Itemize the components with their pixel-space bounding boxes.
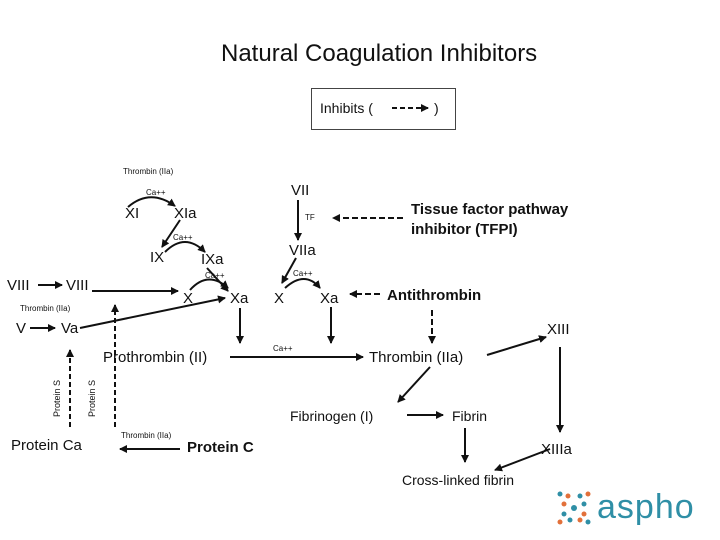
label-va: Va (61, 320, 79, 337)
label-x-right: X (274, 290, 285, 307)
label-antithrombin: Antithrombin (387, 287, 482, 304)
label-viii-right: VIII (66, 277, 89, 294)
label-prothrombin: Prothrombin (II) (103, 349, 208, 366)
label-v: V (16, 320, 27, 337)
label-xiiia: XIIIa (541, 441, 572, 458)
legend-box (311, 88, 456, 130)
label-protein-c: Protein C (187, 439, 254, 456)
label-tf: TF (305, 213, 315, 222)
label-ca-3: Ca++ (205, 271, 225, 280)
label-xa-right: Xa (320, 290, 339, 307)
thrombin-to-fibrinogen-arrow (397, 366, 431, 403)
ix-to-ixa-arrow (164, 241, 206, 253)
label-thrombin-left: Thrombin (IIa) (20, 304, 71, 313)
label-ca-5: Ca++ (273, 344, 293, 353)
label-xia: XIa (174, 205, 197, 222)
thrombin-to-xiii-arrow (486, 335, 547, 356)
legend-label: Inhibits ( (320, 100, 373, 116)
xi-to-xia-arrow (127, 196, 176, 208)
label-protein-s-1: Protein S (52, 379, 62, 417)
label-ca-4: Ca++ (293, 269, 313, 278)
va-to-xa-arrow (79, 295, 226, 329)
xiiia-to-crosslinked-arrow (494, 448, 551, 472)
label-ca-2: Ca++ (173, 233, 193, 242)
x-to-xa-right-arrow (284, 278, 321, 289)
logo-mark (557, 491, 591, 525)
label-cross-linked-fibrin: Cross-linked fibrin (402, 472, 515, 488)
label-ix: IX (150, 249, 165, 266)
page-title: Natural Coagulation Inhibitors (221, 40, 538, 67)
label-xiii: XIII (547, 321, 570, 338)
label-vii: VII (291, 182, 310, 199)
label-ixa: IXa (201, 251, 224, 268)
label-fibrinogen: Fibrinogen (I) (290, 408, 374, 424)
viia-to-x-arrow (281, 257, 297, 284)
label-fibrin: Fibrin (452, 408, 488, 424)
xia-to-ix-arrow (161, 219, 181, 248)
logo-text: aspho (597, 488, 695, 526)
legend-close: ) (434, 100, 439, 116)
label-xa-left: Xa (230, 290, 249, 307)
x-to-xa-arrow (189, 278, 229, 291)
label-viia: VIIa (289, 242, 316, 259)
label-x-left: X (183, 290, 194, 307)
label-protein-s-2: Protein S (87, 379, 97, 417)
label-thrombin-bottom: Thrombin (IIa) (121, 431, 172, 440)
label-thrombin-top: Thrombin (IIa) (123, 167, 174, 176)
label-viii-left: VIII (7, 277, 30, 294)
label-tfpi: Tissue factor pathway inhibitor (TFPI) (411, 201, 569, 238)
label-protein-ca: Protein Ca (11, 437, 82, 454)
label-thrombin-iia: Thrombin (IIa) (369, 349, 464, 366)
label-ca-1: Ca++ (146, 188, 166, 197)
label-xi: XI (125, 205, 140, 222)
